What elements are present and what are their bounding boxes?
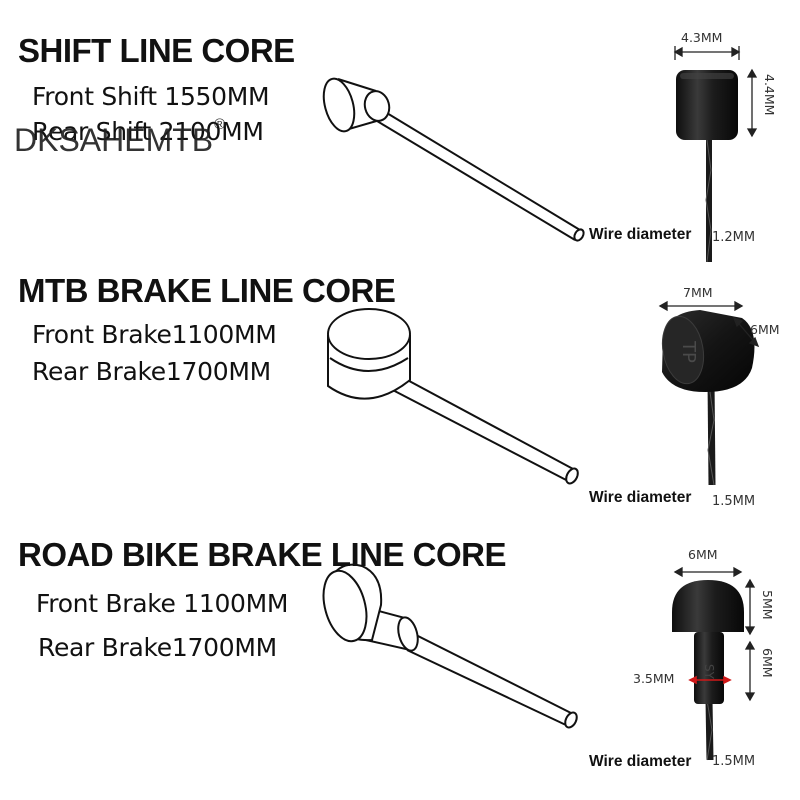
shift-wire-diameter-value: 1.2MM	[712, 230, 756, 245]
brand-name: DKSAHEMTB	[14, 122, 214, 158]
registered-mark: ®	[214, 116, 226, 133]
dimension-arrows	[658, 46, 760, 702]
mtb-head-marking: TP	[678, 340, 699, 363]
shift-section-title: SHIFT LINE CORE	[18, 32, 295, 69]
shift-core-photo	[676, 70, 738, 263]
road-wire-diameter-value: 1.5MM	[712, 754, 756, 769]
shift-wire-diameter-label: Wire diameter	[589, 226, 692, 243]
mtb-rear-length: Rear Brake1700MM	[32, 357, 271, 386]
shift-front-length: Front Shift 1550MM	[32, 82, 270, 111]
mtb-wire-diameter-label: Wire diameter	[589, 489, 692, 506]
mtb-front-length: Front Brake1100MM	[32, 320, 277, 349]
road-width-dim: 6MM	[688, 547, 718, 562]
mtb-wire-diameter-value: 1.5MM	[712, 494, 756, 509]
mtb-width-dim: 7MM	[683, 285, 713, 300]
mtb-core-line-drawing	[327, 308, 579, 485]
mtb-section-title: MTB BRAKE LINE CORE	[18, 272, 396, 309]
shift-core-line-drawing	[322, 77, 585, 242]
road-core-photo: SY	[672, 580, 744, 761]
road-top-height-dim: 5MM	[760, 590, 775, 620]
neck-width-arrow	[688, 675, 732, 685]
road-neck-height-dim: 6MM	[760, 648, 775, 678]
shift-rear-length: Rear Shift 2100MM	[32, 117, 264, 146]
road-front-length: Front Brake 1100MM	[36, 589, 289, 618]
road-section-title: ROAD BIKE BRAKE LINE CORE	[18, 536, 507, 573]
road-rear-length: Rear Brake1700MM	[38, 633, 277, 662]
mtb-core-photo: TP	[661, 310, 755, 486]
brand-watermark: DKSAHEMTB®	[14, 116, 225, 159]
road-head-marking: SY	[702, 664, 716, 680]
mtb-height-dim: 6MM	[750, 322, 780, 337]
shift-height-dim: 4.4MM	[762, 74, 777, 116]
road-wire-diameter-label: Wire diameter	[589, 753, 692, 770]
road-core-line-drawing	[322, 563, 578, 729]
shift-width-dim: 4.3MM	[681, 30, 723, 45]
road-neck-width-dim: 3.5MM	[633, 671, 675, 686]
